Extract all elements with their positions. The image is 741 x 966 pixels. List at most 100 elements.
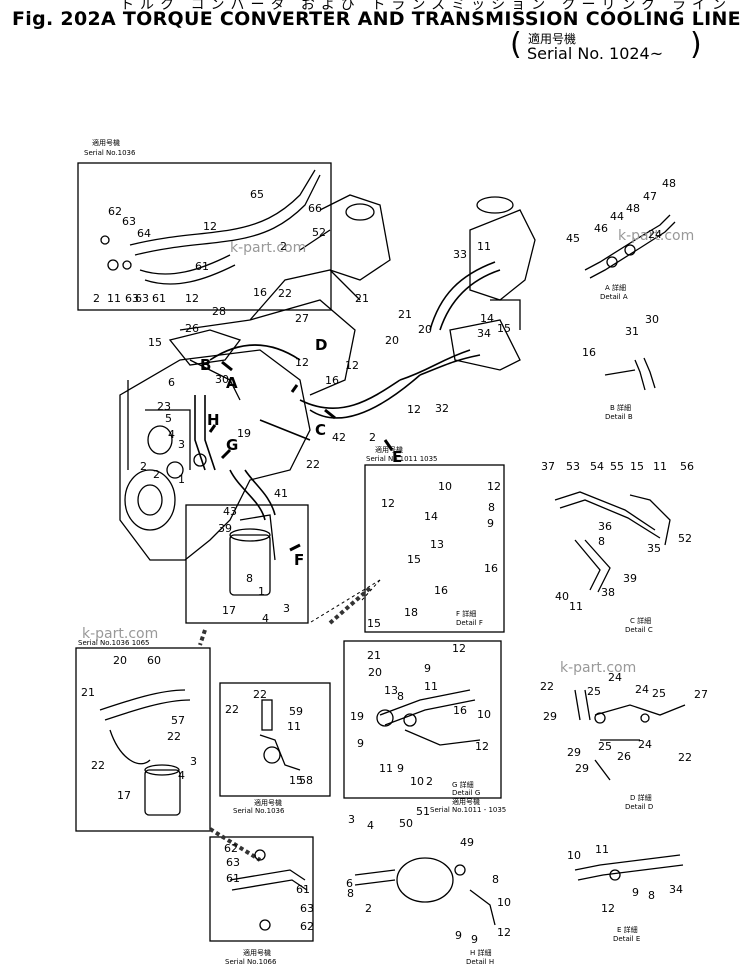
callout-detail-h: 10 bbox=[497, 896, 511, 909]
callout-detail-c: 55 bbox=[610, 460, 624, 473]
callout-main: 23 bbox=[157, 400, 171, 413]
serial-range: Serial No. 1024~ bbox=[527, 44, 664, 63]
detail-b-caption: Detail B bbox=[605, 413, 633, 421]
callout-detail-g: 9 bbox=[357, 737, 364, 750]
callout-main: 30 bbox=[215, 373, 229, 386]
detail-b-fittings bbox=[604, 357, 656, 391]
callout-detail-e: 11 bbox=[595, 843, 609, 856]
callout-inset-1036-mid: 59 bbox=[289, 705, 303, 718]
view-letter-g: G bbox=[226, 436, 238, 454]
callout-detail-a: 45 bbox=[566, 232, 580, 245]
callout-top-inset: 63 bbox=[122, 215, 136, 228]
callout-inset-1066: 61 bbox=[296, 883, 310, 896]
callout-detail-c: 37 bbox=[541, 460, 555, 473]
callout-detail-g: 12 bbox=[475, 740, 489, 753]
cable-bands bbox=[198, 586, 372, 862]
callout-detail-a: 48 bbox=[662, 177, 676, 190]
callout-detail-d: 29 bbox=[543, 710, 557, 723]
callout-detail-f: 15 bbox=[407, 553, 421, 566]
callout-main: 20 bbox=[418, 323, 432, 336]
view-letter-e: E bbox=[392, 448, 402, 466]
watermark-1: k-part.com bbox=[230, 240, 306, 256]
callout-detail-f: 16 bbox=[434, 584, 448, 597]
detail-e-parts bbox=[574, 854, 684, 881]
watermarks: k-part.com k-part.com k-part.com k-part.… bbox=[82, 228, 694, 676]
callout-detail-c: 36 bbox=[598, 520, 612, 533]
callout-detail-h: 2 bbox=[365, 902, 372, 915]
callout-detail-a: 46 bbox=[594, 222, 608, 235]
inset-caption: Serial No.1036 bbox=[233, 807, 285, 815]
inset-frame-filter-f bbox=[185, 504, 309, 624]
detail-d-caption-jp: D 詳細 bbox=[630, 793, 652, 802]
top-inset-hoses bbox=[100, 169, 321, 285]
exploded-parts-diagram: k-part.com k-part.com k-part.com k-part.… bbox=[75, 138, 708, 966]
serial-label-jp: 適用号機 bbox=[528, 32, 577, 46]
callout-detail-d: 25 bbox=[652, 687, 666, 700]
callout-detail-c: 38 bbox=[601, 586, 615, 599]
callout-inset-1066: 61 bbox=[226, 872, 240, 885]
callout-top-inset: 12 bbox=[203, 220, 217, 233]
inset-frame-serial-1036-mid bbox=[219, 682, 331, 797]
callout-detail-b: 31 bbox=[625, 325, 639, 338]
callout-main: 1 bbox=[258, 585, 265, 598]
callout-detail-g: 13 bbox=[384, 684, 398, 697]
inset-frame-serial-1066 bbox=[209, 836, 314, 942]
detail-c-fittings bbox=[554, 491, 671, 593]
callout-detail-f: 15 bbox=[367, 617, 381, 630]
callout-top-inset: 12 bbox=[185, 292, 199, 305]
detail-captions: A 詳細 Detail A B 詳細 Detail B C 詳細 Detail … bbox=[466, 283, 653, 966]
view-arrows bbox=[208, 360, 394, 552]
callout-main: 2 bbox=[369, 431, 376, 444]
callout-top-inset: 2 bbox=[280, 240, 287, 253]
callout-detail-g: 11 bbox=[424, 680, 438, 693]
inset-1036-mid-parts bbox=[259, 699, 301, 771]
inset-caption-jp: 適用号機 bbox=[243, 948, 271, 957]
callout-detail-f: 8 bbox=[488, 501, 495, 514]
callout-detail-g: 9 bbox=[397, 762, 404, 775]
callout-detail-e: 8 bbox=[648, 889, 655, 902]
detail-caption-jp: G 詳細 bbox=[452, 780, 474, 789]
serial-open-paren: ( bbox=[510, 27, 522, 62]
callout-main: 32 bbox=[435, 402, 449, 415]
callout-detail-d: 22 bbox=[540, 680, 554, 693]
callout-inset-1036-1065: 20 bbox=[113, 654, 127, 667]
callout-detail-d: 26 bbox=[617, 750, 631, 763]
inset-1066-parts bbox=[229, 849, 308, 931]
callout-main: 6 bbox=[168, 376, 175, 389]
callout-main: 5 bbox=[165, 412, 172, 425]
callout-detail-d: 25 bbox=[598, 740, 612, 753]
view-letter-c: C bbox=[315, 421, 326, 439]
callout-detail-c: 56 bbox=[680, 460, 694, 473]
callout-detail-h: 8 bbox=[347, 887, 354, 900]
callout-main: 3 bbox=[178, 438, 185, 451]
callout-detail-g: 12 bbox=[452, 642, 466, 655]
callout-detail-a: 24 bbox=[648, 228, 662, 241]
callout-detail-e: 9 bbox=[632, 886, 639, 899]
callout-detail-g: 16 bbox=[453, 704, 467, 717]
detail-h-caption: Detail H bbox=[466, 958, 494, 966]
cooler-pump-assembly bbox=[449, 196, 536, 371]
figure-title: Fig. 202A TORQUE CONVERTER AND TRANSMISS… bbox=[12, 8, 741, 30]
callout-main: 21 bbox=[398, 308, 412, 321]
callout-detail-d: 24 bbox=[638, 738, 652, 751]
callout-detail-h: 50 bbox=[399, 817, 413, 830]
callout-detail-c: 11 bbox=[653, 460, 667, 473]
inset-caption: Serial No.1066 bbox=[225, 958, 277, 966]
callout-main: 4 bbox=[168, 428, 175, 441]
callout-detail-b: 30 bbox=[645, 313, 659, 326]
view-letter-d: D bbox=[315, 336, 327, 354]
callout-inset-1036-1065: 17 bbox=[117, 789, 131, 802]
oil-filter bbox=[229, 514, 276, 596]
detail-e-caption: Detail E bbox=[613, 935, 640, 943]
callout-main: 12 bbox=[295, 356, 309, 369]
callout-detail-c: 39 bbox=[623, 572, 637, 585]
callout-detail-h: 49 bbox=[460, 836, 474, 849]
callout-inset-1066: 62 bbox=[300, 920, 314, 933]
callout-detail-h: 9 bbox=[471, 933, 478, 946]
callout-detail-c: 54 bbox=[590, 460, 604, 473]
callout-detail-b: 16 bbox=[582, 346, 596, 359]
callout-detail-h: 6 bbox=[346, 877, 353, 890]
callout-top-inset: 52 bbox=[312, 226, 326, 239]
callout-main: 1 bbox=[178, 473, 185, 486]
